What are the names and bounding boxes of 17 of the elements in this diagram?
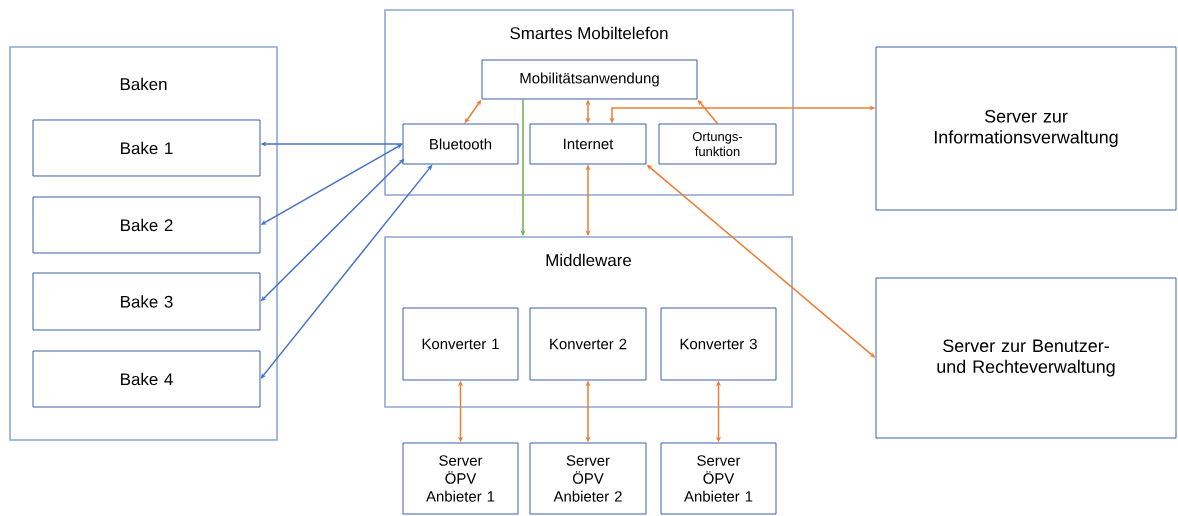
device-box: Bake 2 — [32, 196, 261, 254]
converter-box: Konverter 1 — [402, 307, 519, 381]
device-box: Bake 3 — [32, 272, 261, 331]
device-box: Bake 4 — [32, 350, 261, 408]
server-box: Server ÖPV Anbieter 1 — [402, 442, 519, 515]
server-box: Server zur Benutzer- und Rechteverwaltung — [875, 277, 1177, 439]
device-box: Bake 1 — [32, 119, 261, 177]
component-box: Ortungs- funktion — [658, 123, 777, 165]
arrow — [260, 158, 405, 302]
server-box: Server zur Informationsverwaltung — [875, 46, 1177, 211]
converter-box: Konverter 3 — [660, 307, 777, 381]
component-box: Bluetooth — [402, 123, 519, 165]
component-box: Internet — [529, 123, 647, 165]
converter-box: Konverter 2 — [529, 307, 647, 381]
server-box: Server ÖPV Anbieter 2 — [529, 442, 647, 515]
component-box: Mobilitätsanwendung — [481, 59, 698, 100]
server-box: Server ÖPV Anbieter 1 — [660, 442, 777, 515]
